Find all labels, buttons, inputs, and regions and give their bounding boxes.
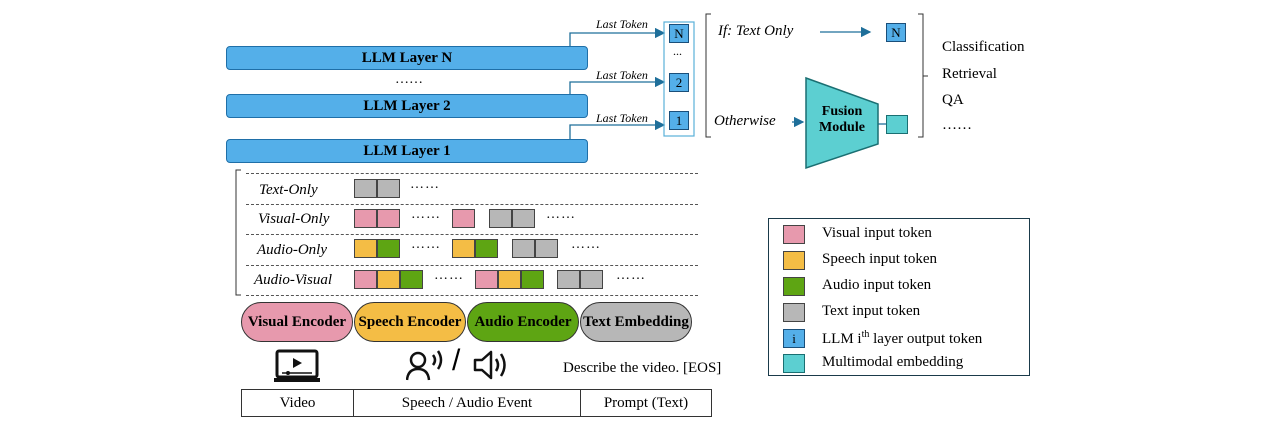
fusion-module-label: Fusion Module [819, 104, 865, 135]
row-ellipsis: …… [410, 177, 440, 192]
input-speech-audio: Speech / Audio Event [353, 389, 581, 417]
output-token-column [663, 21, 695, 137]
row-ellipsis: …… [546, 207, 576, 222]
row-ellipsis: …… [434, 268, 464, 283]
legend-label-visual: Visual input token [822, 225, 932, 241]
legend-label-audio: Audio input token [822, 277, 932, 293]
row-label-audio-only: Audio-Only [257, 242, 327, 258]
speech-token [354, 239, 377, 258]
row-divider [246, 204, 698, 205]
output-token-1: 1 [669, 111, 689, 130]
output-token-ellipsis: ... [673, 44, 682, 58]
text-token [377, 179, 400, 198]
layer-1-connector [569, 119, 666, 139]
otherwise-condition: Otherwise [714, 113, 776, 129]
text-token [512, 209, 535, 228]
layer-n-connector [569, 27, 666, 46]
text-token [354, 179, 377, 198]
speech-token [452, 239, 475, 258]
speaker-person-icon [406, 350, 443, 381]
loudspeaker-icon [473, 350, 506, 380]
audio-token [377, 239, 400, 258]
speech-audio-slash: / [452, 344, 461, 377]
row-label-audio-visual: Audio-Visual [254, 272, 333, 288]
task-retrieval: Retrieval [942, 66, 997, 82]
branch-bracket-right [918, 13, 928, 138]
llm-layer-2: LLM Layer 2 [226, 94, 588, 118]
last-token-label-1: Last Token [596, 111, 648, 125]
text-token [512, 239, 535, 258]
speech-token [498, 270, 521, 289]
visual-token [354, 270, 377, 289]
visual-token [452, 209, 475, 228]
last-token-label-2: Last Token [596, 68, 648, 82]
row-label-text-only: Text-Only [259, 182, 318, 198]
audio-token [400, 270, 423, 289]
output-token-n: N [669, 24, 689, 43]
audio-token [521, 270, 544, 289]
text-token [557, 270, 580, 289]
text-only-output-token: N [886, 23, 906, 42]
row-ellipsis: …… [571, 237, 601, 252]
branch-bracket-left [705, 13, 711, 138]
video-player-icon [274, 349, 320, 382]
task-ellipsis: …… [942, 117, 972, 133]
legend-swatch-audio [783, 277, 805, 296]
visual-encoder: Visual Encoder [241, 302, 353, 342]
row-label-visual-only: Visual-Only [258, 211, 330, 227]
legend-label-multimodal: Multimodal embedding [822, 354, 964, 370]
input-prompt: Prompt (Text) [580, 389, 712, 417]
text-only-condition: If: Text Only [718, 23, 794, 39]
llm-layer-1: LLM Layer 1 [226, 139, 588, 163]
speech-token [377, 270, 400, 289]
legend-label-text: Text input token [822, 303, 921, 319]
audio-token [475, 239, 498, 258]
input-video: Video [241, 389, 354, 417]
row-divider [246, 173, 698, 174]
last-token-label-n: Last Token [596, 17, 648, 31]
prompt-text: Describe the video. [EOS] [563, 360, 722, 376]
row-divider [246, 265, 698, 266]
legend-swatch-speech [783, 251, 805, 270]
task-classification: Classification [942, 39, 1025, 55]
visual-token [475, 270, 498, 289]
row-ellipsis: …… [616, 268, 646, 283]
row-divider [246, 234, 698, 235]
visual-token [354, 209, 377, 228]
text-token [580, 270, 603, 289]
output-token-2: 2 [669, 73, 689, 92]
visual-token [377, 209, 400, 228]
legend-swatch-multimodal [783, 354, 805, 373]
legend-label-layer-output: LLM ith layer output token [822, 329, 983, 347]
text-embedding: Text Embedding [580, 302, 692, 342]
token-area-bracket [235, 169, 241, 296]
task-qa: QA [942, 92, 964, 108]
layers-ellipsis: …… [395, 72, 423, 87]
audio-encoder: Audio Encoder [467, 302, 579, 342]
multimodal-embedding-output [886, 115, 908, 134]
text-token [535, 239, 558, 258]
row-ellipsis: …… [411, 237, 441, 252]
llm-layer-n: LLM Layer N [226, 46, 588, 70]
fusion-module [805, 76, 879, 170]
layer-2-connector [569, 76, 666, 94]
row-ellipsis: …… [411, 207, 441, 222]
legend-label-speech: Speech input token [822, 251, 937, 267]
speech-encoder: Speech Encoder [354, 302, 466, 342]
row-divider [246, 295, 698, 296]
legend-swatch-layer-output: i [783, 329, 805, 348]
text-token [489, 209, 512, 228]
legend-swatch-visual [783, 225, 805, 244]
legend-box [768, 218, 1030, 376]
legend-swatch-text [783, 303, 805, 322]
